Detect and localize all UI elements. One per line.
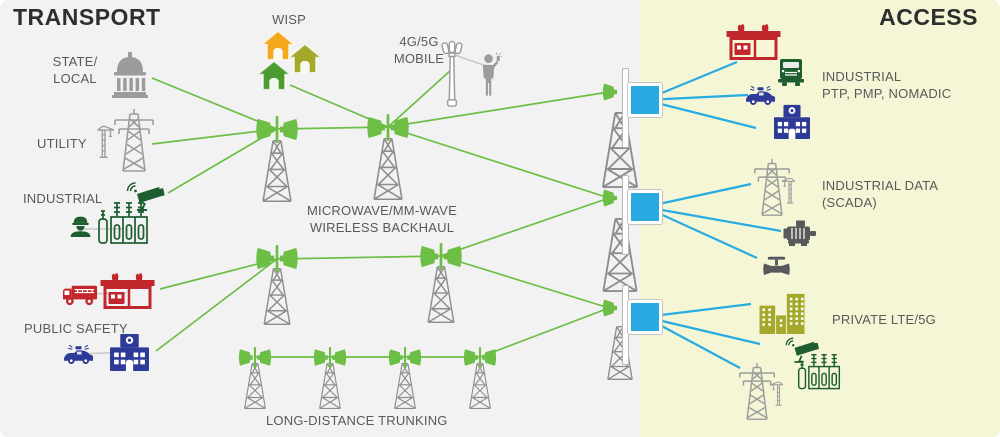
- microwave-antenna-icon: [311, 347, 349, 368]
- lattice-tower-icon: [361, 138, 415, 200]
- worker-icon: [69, 214, 92, 237]
- radio-panel-icon: [628, 83, 662, 117]
- access-title: ACCESS: [879, 4, 978, 30]
- label-industrial-data: INDUSTRIAL DATA (SCADA): [822, 178, 939, 210]
- microwave-antenna-icon: [236, 347, 274, 368]
- horn-antenna-icon: [601, 298, 617, 318]
- label-4g5g-mobile: 4G/5G MOBILE: [393, 34, 445, 66]
- lattice-tower-icon: [597, 218, 643, 292]
- fire-station-icon: [726, 22, 781, 60]
- label-wisp: WISP: [272, 12, 307, 27]
- lattice-tower-icon: [417, 266, 465, 323]
- cctv-camera-icon: [125, 182, 167, 212]
- microwave-antenna-icon: [386, 347, 424, 368]
- lattice-tower-icon: [238, 363, 272, 409]
- access-background: [640, 0, 1000, 437]
- crane-icon: [781, 175, 797, 205]
- truck-icon: [777, 58, 805, 86]
- motor-icon: [783, 218, 819, 247]
- crane-icon: [770, 379, 785, 407]
- house-olive-icon: [288, 43, 322, 74]
- microwave-antenna-icon: [417, 243, 465, 270]
- lattice-tower-icon: [463, 363, 497, 409]
- lattice-tower-icon: [597, 326, 643, 380]
- house-green-icon: [257, 60, 291, 91]
- horn-antenna-icon: [601, 188, 617, 208]
- valve-icon: [762, 251, 791, 276]
- buildings-icon: [757, 289, 807, 334]
- label-public-safety: PUBLIC SAFETY: [24, 321, 128, 336]
- label-industrial-ptp: INDUSTRIAL PTP, PMP, NOMADIC: [822, 69, 952, 101]
- horn-antenna-icon: [601, 82, 617, 102]
- transport-title: TRANSPORT: [13, 4, 161, 30]
- lattice-tower-icon: [597, 112, 643, 188]
- microwave-antenna-icon: [364, 114, 412, 141]
- police-station-icon: [772, 103, 812, 139]
- fire-truck-icon: [63, 281, 98, 308]
- police-station-icon: [107, 332, 152, 371]
- mobile-user-icon: [477, 52, 502, 97]
- label-industrial: INDUSTRIAL: [23, 191, 103, 206]
- substation-icon: [797, 351, 841, 394]
- microwave-antenna-icon: [461, 347, 499, 368]
- lattice-tower-icon: [388, 363, 422, 409]
- label-utility: UTILITY: [37, 136, 87, 151]
- lattice-tower-icon: [253, 268, 301, 325]
- radio-panel-icon: [628, 190, 662, 224]
- power-tower-icon: [110, 108, 158, 174]
- police-car-icon: [63, 343, 94, 366]
- label-trunking: LONG-DISTANCE TRUNKING: [266, 413, 448, 428]
- lattice-tower-icon: [313, 363, 347, 409]
- radio-panel-icon: [628, 300, 662, 334]
- label-state-local: STATE/ LOCAL: [52, 54, 98, 86]
- lattice-tower-icon: [250, 140, 304, 202]
- fire-station-icon: [100, 271, 155, 309]
- label-private-lte: PRIVATE LTE/5G: [832, 312, 936, 327]
- microwave-antenna-icon: [253, 245, 301, 272]
- label-backhaul: MICROWAVE/MM-WAVE WIRELESS BACKHAUL: [307, 203, 457, 235]
- microwave-antenna-icon: [253, 116, 301, 143]
